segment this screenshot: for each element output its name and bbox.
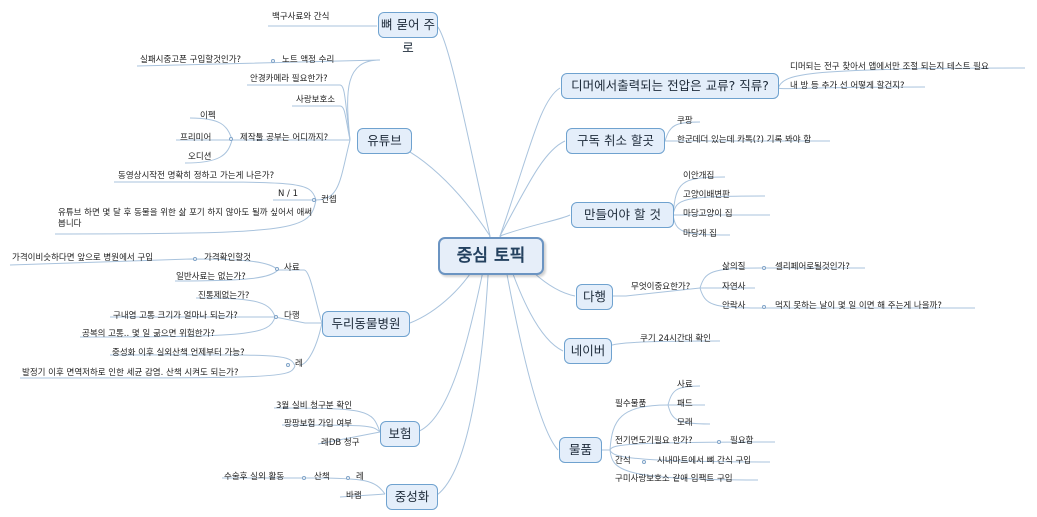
insurance-item[interactable]: 팡팡보험 가입 여부 bbox=[284, 419, 352, 429]
youtube-camera-question[interactable]: 안경카메라 필요한가? bbox=[250, 74, 328, 84]
topic-bone[interactable]: 뼈 묻어 주로 bbox=[378, 12, 438, 55]
bone-item[interactable]: 백구사료와 간식 bbox=[272, 12, 330, 22]
concept-marker bbox=[312, 198, 316, 202]
dahaeng-life[interactable]: 삶의질 bbox=[722, 262, 746, 272]
make-item[interactable]: 마당고양이 집 bbox=[683, 209, 733, 219]
youtube-concept[interactable]: 컨셉 bbox=[321, 195, 337, 205]
insurance-item[interactable]: 레DB 청구 bbox=[321, 438, 360, 448]
goods-snack[interactable]: 간식 bbox=[615, 456, 631, 466]
tool-item[interactable]: 프리미어 bbox=[180, 133, 212, 143]
youtube-ebs[interactable]: 사랑보호소 bbox=[296, 95, 336, 105]
goods-heater-note[interactable]: 필요함 bbox=[730, 436, 754, 446]
essential-item[interactable]: 패드 bbox=[677, 399, 693, 409]
concept-item[interactable]: 유튜브 하면 몇 달 후 동물을 위한 삶 포기 하지 않아도 될까 싶어서 애… bbox=[58, 208, 313, 229]
goods-heater-question[interactable]: 전기면도기필요 한가? bbox=[615, 436, 693, 446]
youtube-failure-question[interactable]: 실패시중고폰 구입할것인가? bbox=[140, 55, 242, 65]
dahaeng-natural[interactable]: 자연사 bbox=[722, 282, 746, 292]
central-topic[interactable]: 중심 토픽 bbox=[438, 237, 544, 275]
editing-marker bbox=[229, 137, 233, 141]
concept-item[interactable]: 동영상시작전 명확히 정하고 가는게 나은가? bbox=[118, 171, 275, 181]
naver-item[interactable]: 쿠기 24시간대 확인 bbox=[640, 334, 711, 344]
clinic-general-question[interactable]: 일반사료는 없는가? bbox=[176, 272, 246, 282]
topic-make[interactable]: 만들어야 할 것 bbox=[571, 202, 674, 228]
dahaeng-euthanasia[interactable]: 안락사 bbox=[722, 301, 746, 311]
price-marker bbox=[193, 257, 197, 261]
dahaeng-item[interactable]: 구내염 고통 크기가 얼마나 되는가? bbox=[113, 311, 238, 321]
make-item[interactable]: 고양이배변판 bbox=[683, 190, 730, 200]
dimmer-item[interactable]: 내 방 등 추가 선 어떻게 할건지? bbox=[790, 81, 905, 91]
goods-snack-note[interactable]: 시내마트에서 뼈 간식 구입 bbox=[657, 456, 752, 466]
dahaeng-item[interactable]: 진통제없는가? bbox=[198, 291, 250, 301]
topic-youtube[interactable]: 유튜브 bbox=[357, 128, 412, 154]
topic-clinic[interactable]: 두리동물병원 bbox=[322, 311, 410, 337]
tool-item[interactable]: 오디션 bbox=[188, 152, 212, 162]
concept-item[interactable]: N / 1 bbox=[278, 189, 299, 199]
unsub-item[interactable]: 한군데더 있는데 카톡(?) 기록 봐야 함 bbox=[677, 135, 812, 145]
neuter-re[interactable]: 레 bbox=[356, 472, 364, 482]
topic-dahaeng[interactable]: 다행 bbox=[576, 284, 613, 310]
note-repair-marker bbox=[271, 59, 275, 63]
topic-goods[interactable]: 물품 bbox=[559, 437, 602, 463]
neuter-walk[interactable]: 산책 bbox=[314, 472, 330, 482]
dimmer-item[interactable]: 디머되는 전구 찾아서 앱에서만 조절 되는지 테스트 필요 bbox=[790, 62, 989, 72]
dahaeng-question[interactable]: 무엇이중요한가? bbox=[631, 282, 691, 292]
euth-marker bbox=[762, 305, 766, 309]
insurance-item[interactable]: 3월 실비 청구분 확인 bbox=[276, 401, 353, 411]
dahaeng-marker bbox=[274, 315, 278, 319]
dahaeng-life-note[interactable]: 셀리페어로될것인가? bbox=[775, 262, 850, 272]
neuter-bam[interactable]: 바램 bbox=[346, 491, 362, 501]
clinic-dahaeng[interactable]: 다행 bbox=[284, 311, 300, 321]
topic-neuter[interactable]: 중성화 bbox=[386, 484, 438, 510]
clinic-price-check[interactable]: 가격확인할것 bbox=[204, 253, 251, 263]
youtube-note-repair[interactable]: 노트 액정 수리 bbox=[282, 55, 335, 65]
dahaeng-euthanasia-note[interactable]: 먹지 못하는 날이 몇 일 이면 해 주는게 나을까? bbox=[775, 301, 942, 311]
make-item[interactable]: 마당개 집 bbox=[683, 229, 717, 239]
tool-item[interactable]: 이펙 bbox=[200, 111, 216, 121]
walk-marker bbox=[302, 476, 306, 480]
goods-buy[interactable]: 구미사랑보호소 같애 임팩트 구입 bbox=[615, 474, 733, 484]
essential-item[interactable]: 사료 bbox=[677, 380, 693, 390]
neuter-after-walk[interactable]: 수술후 실외 활동 bbox=[224, 472, 285, 482]
topic-naver[interactable]: 네이버 bbox=[564, 338, 612, 364]
feed-marker bbox=[275, 267, 279, 271]
essential-item[interactable]: 모래 bbox=[677, 418, 693, 428]
life-marker bbox=[762, 266, 766, 270]
snack-marker bbox=[642, 460, 646, 464]
heater-marker bbox=[717, 440, 721, 444]
clinic-feed[interactable]: 사료 bbox=[284, 263, 300, 273]
youtube-editing-question[interactable]: 제작툴 공부는 어디까지? bbox=[240, 133, 329, 143]
topic-dimmer[interactable]: 디머에서출력되는 전압은 교류? 직류? bbox=[561, 73, 779, 99]
clinic-re[interactable]: 레 bbox=[295, 359, 303, 369]
re-marker bbox=[286, 363, 290, 367]
topic-insurance[interactable]: 보험 bbox=[380, 421, 420, 447]
re-item[interactable]: 발정기 이후 면역저하로 인한 세균 감염. 산책 시켜도 되는가? bbox=[22, 368, 239, 378]
re-item[interactable]: 중성화 이후 실외산책 언제부터 가능? bbox=[112, 348, 245, 358]
dahaeng-item[interactable]: 공복의 고통.. 몇 일 굶으면 위험한가? bbox=[82, 329, 215, 339]
make-item[interactable]: 이안개집 bbox=[683, 171, 715, 181]
topic-unsub[interactable]: 구독 취소 할곳 bbox=[566, 128, 665, 154]
unsub-item[interactable]: 쿠팡 bbox=[677, 116, 693, 126]
goods-essential[interactable]: 필수물품 bbox=[615, 399, 647, 409]
clinic-price-question[interactable]: 가격이비슷하다면 앞으로 병원에서 구입 bbox=[12, 253, 154, 263]
re-marker bbox=[346, 476, 350, 480]
